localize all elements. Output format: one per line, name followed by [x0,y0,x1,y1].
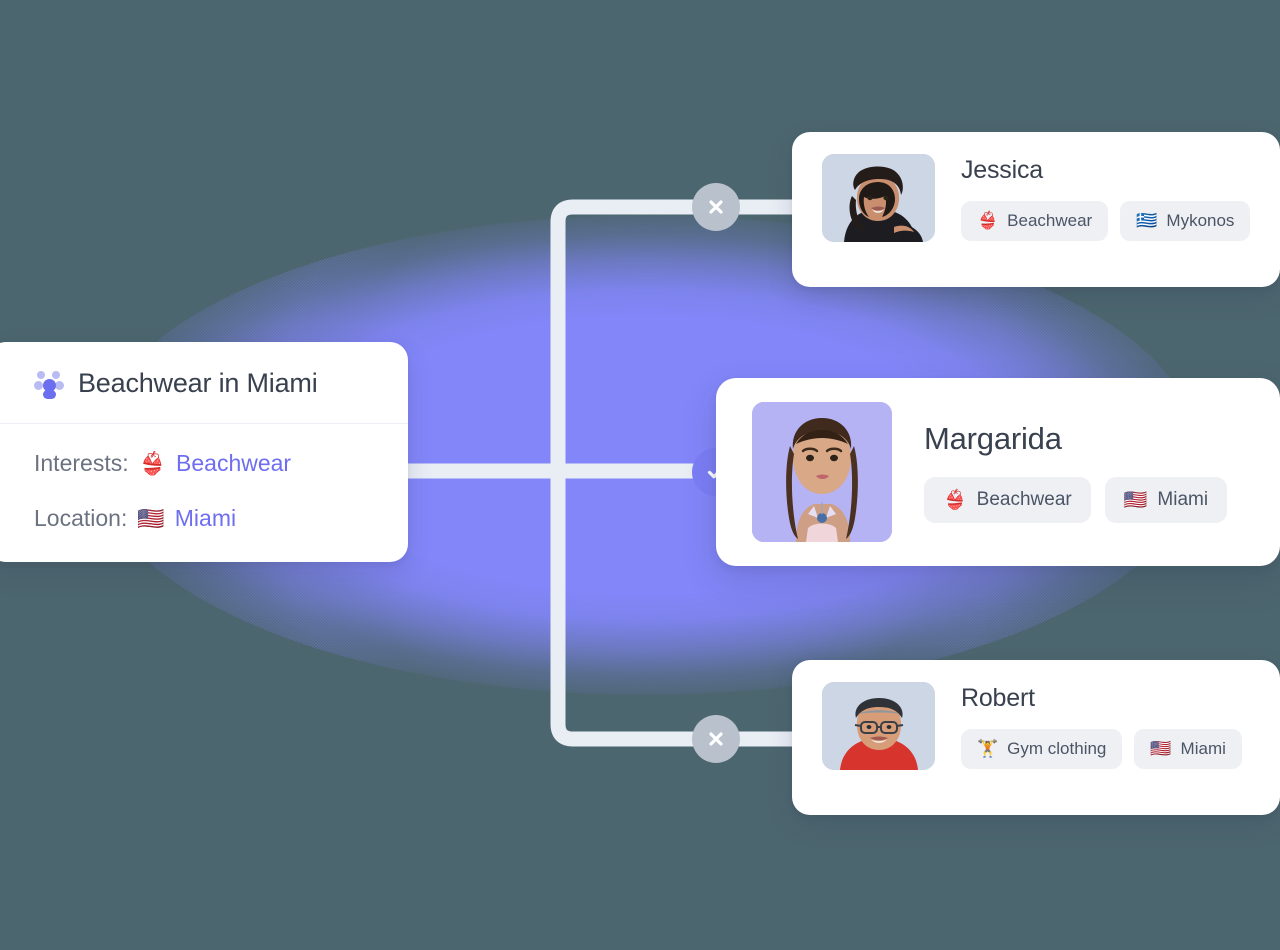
tag-location[interactable]: 🇺🇸 Miami [1104,477,1228,523]
audience-query-card[interactable]: Beachwear in Miami Interests: 👙 Beachwea… [0,342,408,562]
query-value-location[interactable]: Miami [174,505,237,531]
tag-location[interactable]: 🇬🇷 Mykonos [1120,200,1251,241]
tag-label: Miami [1180,738,1226,758]
audience-group-icon [34,369,64,399]
flag-united-states-emoji: 🇺🇸 [1150,739,1172,758]
person-card: Jessica 👙 Beachwear 🇬🇷 Mykonos [792,132,1280,264]
status-badge-robert[interactable] [692,715,740,763]
tag-interest[interactable]: 👙 Beachwear [961,200,1109,241]
person-info: Robert 🏋️ Gym clothing 🇺🇸 Miami [961,684,1242,769]
bikini-emoji: 👙 [977,211,999,230]
tag-location[interactable]: 🇺🇸 Miami [1134,728,1242,769]
person-card: Margarida 👙 Beachwear 🇺🇸 Miami [716,378,1280,566]
query-label-interests: Interests: [34,450,129,476]
tag-row: 👙 Beachwear 🇺🇸 Miami [924,477,1228,523]
person-info: Jessica 👙 Beachwear 🇬🇷 Mykonos [961,155,1251,241]
page-title: Beachwear in Miami [78,368,318,398]
flag-united-states-emoji: 🇺🇸 [1123,489,1148,511]
query-row-interests: Interests: 👙 Beachwear [34,450,384,477]
avatar-robert [822,682,935,770]
query-row-location: Location: 🇺🇸 Miami [34,505,384,532]
audience-query-header: Beachwear in Miami [0,342,408,424]
audience-query-body: Interests: 👙 Beachwear Location: 🇺🇸 Miam… [0,424,408,562]
tag-label: Beachwear [1007,210,1093,230]
connector-to-robert [550,463,808,747]
tag-label: Miami [1157,489,1209,510]
person-name: Jessica [961,155,1043,184]
match-card-margarida[interactable]: Margarida 👙 Beachwear 🇺🇸 Miami [716,378,1280,566]
bikini-emoji: 👙 [943,489,967,511]
query-value-interests[interactable]: Beachwear [176,450,292,476]
flag-greece-emoji: 🇬🇷 [1136,211,1158,230]
status-badge-jessica[interactable] [692,183,740,231]
tag-row: 🏋️ Gym clothing 🇺🇸 Miami [961,728,1242,769]
person-name: Robert [961,683,1035,712]
tag-row: 👙 Beachwear 🇬🇷 Mykonos [961,200,1251,241]
tag-interest[interactable]: 👙 Beachwear [924,477,1091,523]
person-card: Robert 🏋️ Gym clothing 🇺🇸 Miami [792,660,1280,792]
tag-label: Mykonos [1166,210,1235,230]
avatar-jessica [822,154,935,242]
tag-label: Beachwear [976,489,1072,510]
bikini-emoji: 👙 [138,450,167,476]
tag-interest[interactable]: 🏋️ Gym clothing [961,728,1123,769]
close-icon [709,200,723,214]
match-card-robert[interactable]: Robert 🏋️ Gym clothing 🇺🇸 Miami [792,660,1280,815]
close-icon [709,732,723,746]
weightlifter-emoji: 🏋️ [977,739,999,758]
flag-united-states-emoji: 🇺🇸 [137,505,165,531]
avatar-margarida [752,402,892,542]
person-info: Margarida 👙 Beachwear 🇺🇸 Miami [924,421,1228,523]
connector-to-jessica [550,199,808,479]
query-label-location: Location: [34,505,128,531]
tag-label: Gym clothing [1007,738,1107,758]
match-card-jessica[interactable]: Jessica 👙 Beachwear 🇬🇷 Mykonos [792,132,1280,287]
person-name: Margarida [924,421,1062,456]
